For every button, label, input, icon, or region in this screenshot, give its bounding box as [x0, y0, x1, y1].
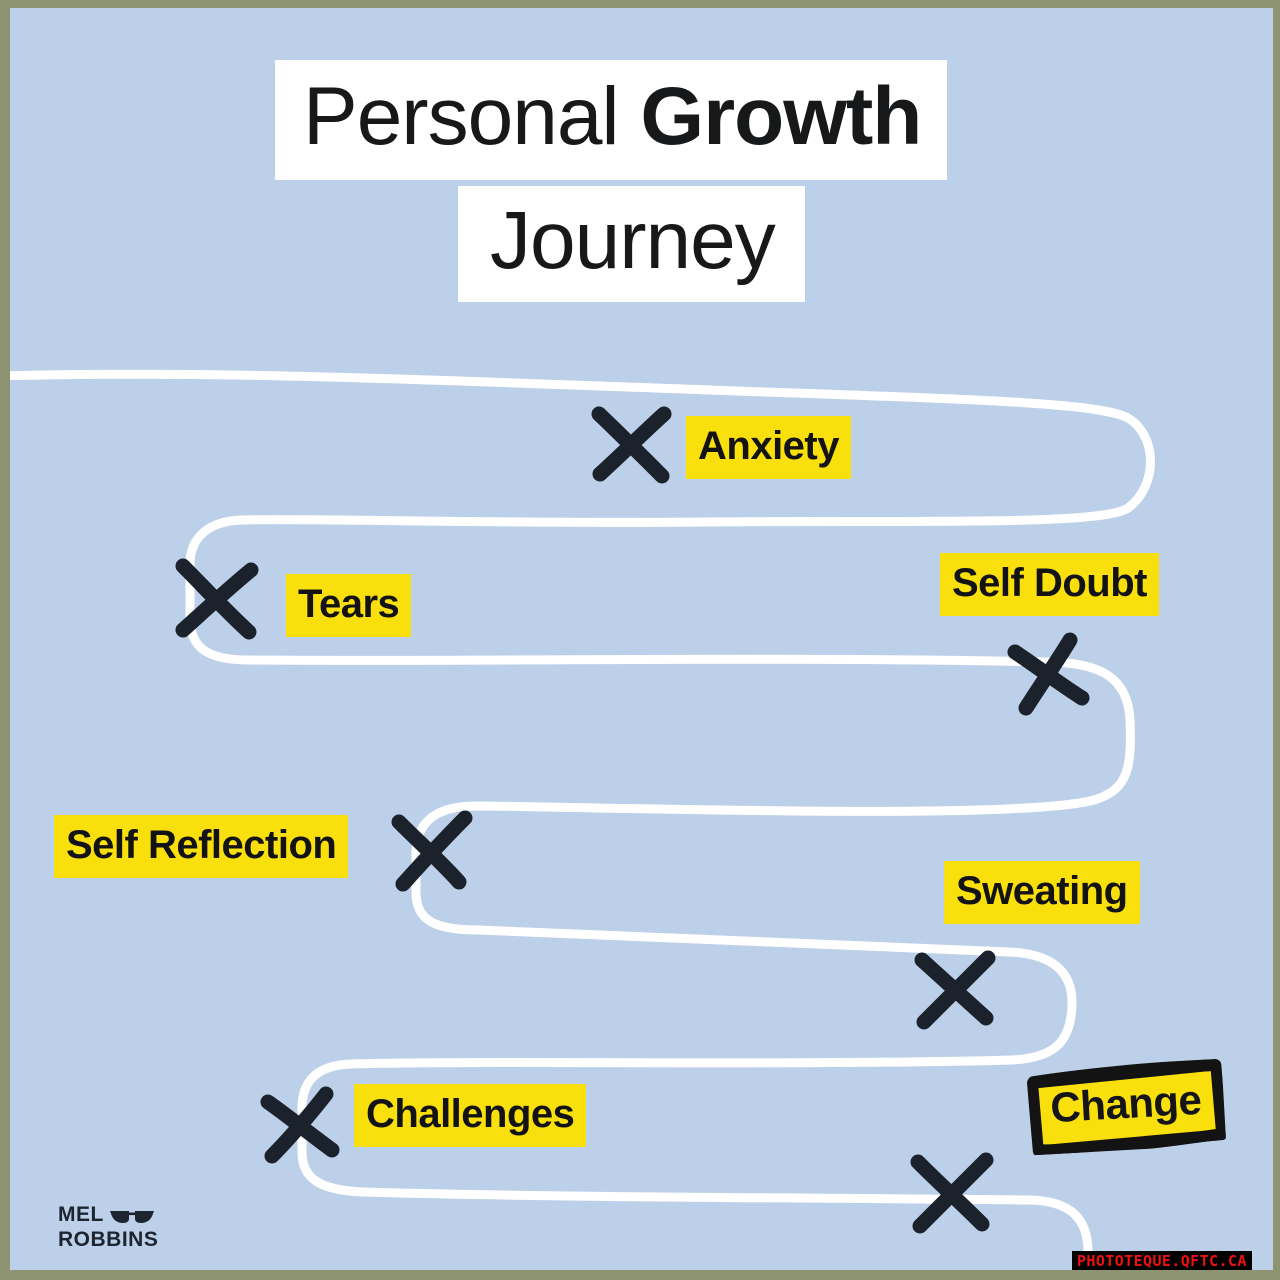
- page-title-line-1: Personal Growth: [275, 60, 948, 180]
- milestone-label-tears: Tears: [286, 574, 412, 637]
- milestone-label-challenges: Challenges: [354, 1084, 587, 1147]
- x-mark-icon-self-doubt: [1006, 630, 1092, 716]
- brand-line-2: ROBBINS: [58, 1228, 159, 1252]
- milestone-label-self-doubt: Self Doubt: [940, 553, 1159, 616]
- x-mark-icon-self-reflection: [387, 808, 473, 894]
- page-title-line-2: Journey: [458, 186, 805, 302]
- milestone-label-sweating: Sweating: [944, 861, 1140, 924]
- watermark-badge: PHOTOTEQUE.QFTC.CA: [1072, 1251, 1252, 1270]
- x-mark-icon-sweating: [912, 946, 998, 1032]
- destination-sticker-change: Change: [1026, 1058, 1227, 1156]
- milestone-label-self-reflection: Self Reflection: [54, 815, 349, 878]
- title-word-personal: Personal: [303, 71, 641, 162]
- brand-line-1: MEL: [58, 1203, 104, 1226]
- sticker-outline-icon: [1027, 1058, 1227, 1156]
- destination-label: Change: [1049, 1075, 1203, 1132]
- glasses-icon: [109, 1211, 154, 1224]
- title-word-growth: Growth: [640, 71, 922, 162]
- journey-path: [10, 369, 1155, 1270]
- x-mark-icon-challenges: [258, 1080, 344, 1166]
- x-mark-icon-final: [908, 1148, 994, 1234]
- x-mark-icon-tears: [173, 556, 259, 642]
- poster-canvas: Personal Growth Journey: [10, 8, 1273, 1270]
- milestone-label-anxiety: Anxiety: [686, 416, 851, 479]
- x-mark-icon-anxiety: [588, 402, 674, 488]
- brand-logo-mel-robbins: MEL ROBBINS: [58, 1203, 238, 1266]
